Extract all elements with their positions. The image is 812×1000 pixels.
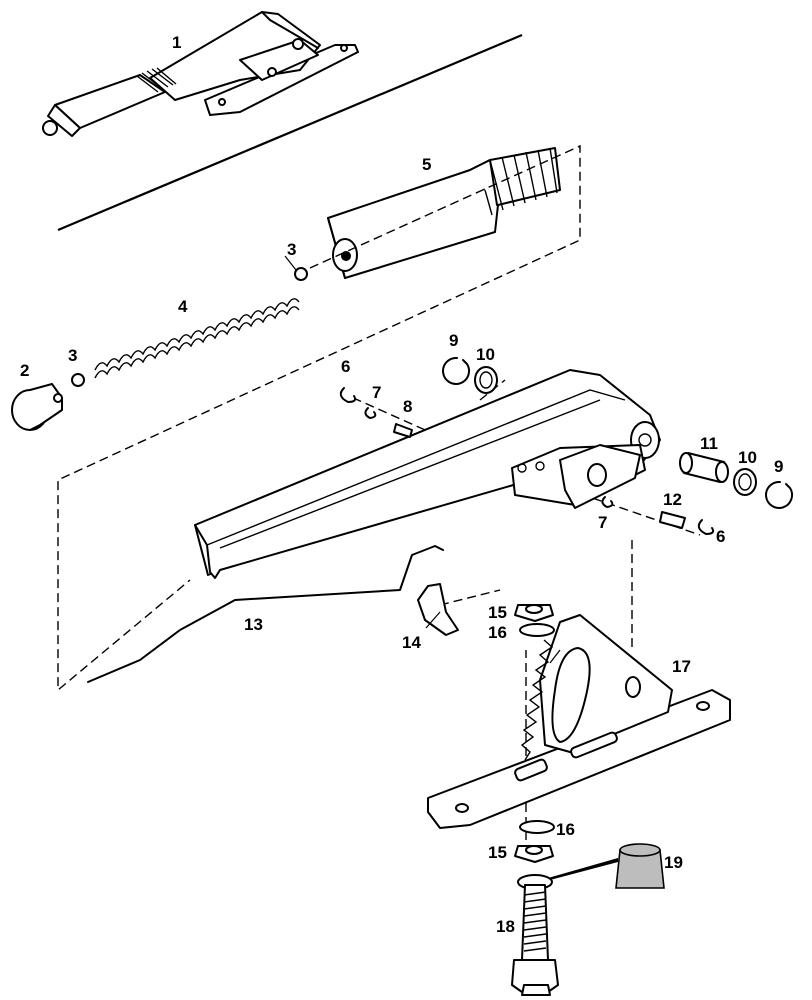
callout-label-c9b: 9: [774, 457, 783, 476]
callout-label-c7a: 7: [372, 383, 381, 402]
callout-label-c3a: 3: [68, 346, 77, 365]
part-4-spring: [94, 298, 300, 379]
callout-label-c4: 4: [178, 297, 188, 316]
callout-label-c15b: 15: [488, 843, 507, 862]
callout-label-c7b: 7: [598, 513, 607, 532]
part-16-lock-washer: [519, 623, 555, 834]
callout-label-c17: 17: [672, 657, 691, 676]
leader-lines: [284, 255, 561, 664]
part-13-release-rod: [87, 545, 444, 683]
part-2-push-button: [11, 383, 63, 431]
callout-label-c10b: 10: [738, 448, 757, 467]
part-10-washer: [474, 366, 757, 496]
callout-label-c8: 8: [403, 397, 412, 416]
part-14-pawl: [417, 583, 459, 636]
callout-label-c6b: 6: [716, 527, 725, 546]
callout-label-c9a: 9: [449, 331, 458, 350]
part-7-clip: [364, 407, 614, 508]
callout-label-c1: 1: [172, 33, 181, 52]
part-9-retaining-ring: [442, 356, 793, 509]
callout-label-c2: 2: [20, 361, 29, 380]
callout-label-c15a: 15: [488, 603, 507, 622]
part-18-bolt: [511, 874, 559, 996]
callout-label-c16b: 16: [556, 820, 575, 839]
callout-label-c3b: 3: [287, 240, 296, 259]
callout-label-c12: 12: [663, 490, 682, 509]
callout-label-c18: 18: [496, 917, 515, 936]
part-1-lever-assembly: [42, 11, 359, 137]
part-11-bushing: [679, 452, 729, 483]
main-lever-arm: [194, 369, 661, 579]
callout-label-c11: 11: [700, 434, 718, 453]
part-17-ratchet-bracket: [427, 614, 731, 829]
callout-label-c14: 14: [402, 633, 421, 652]
callout-label-c19: 19: [664, 853, 683, 872]
part-15-nut: [514, 604, 554, 863]
part-12-pin: [659, 511, 686, 529]
callout-label-c13: 13: [244, 615, 263, 634]
callout-label-c6a: 6: [341, 357, 350, 376]
part-3-washer: [71, 267, 308, 387]
separator-line: [57, 33, 523, 232]
callout-label-c10a: 10: [476, 345, 495, 364]
part-5-handle-grip: [327, 147, 561, 279]
part-8-pin: [393, 423, 413, 438]
callout-label-c5: 5: [422, 155, 431, 174]
callout-label-c16a: 16: [488, 623, 507, 642]
part-19-rubber-cap: [548, 843, 665, 889]
part-6-circlip: [339, 387, 715, 535]
